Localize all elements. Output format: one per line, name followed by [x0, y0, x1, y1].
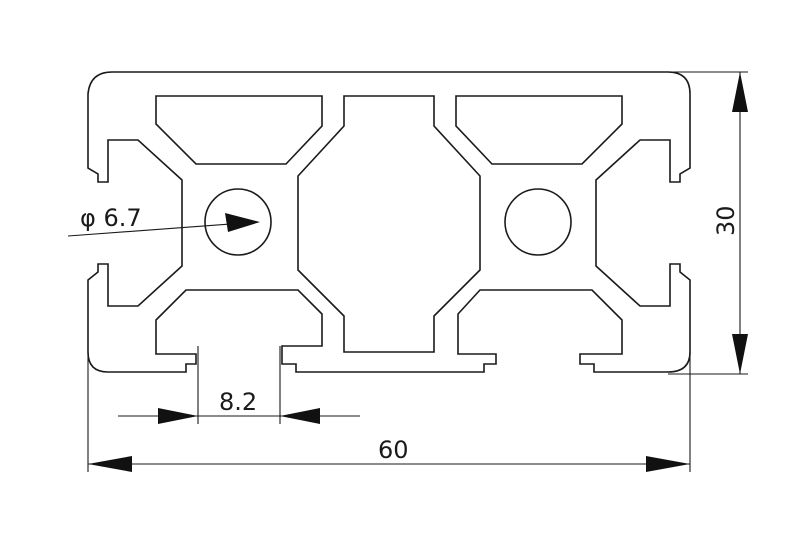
hole-diameter-label: φ 6.7	[80, 204, 142, 232]
profile-outer-contour	[87, 71, 691, 373]
right-core-hole	[504, 188, 572, 256]
top-right-pocket	[455, 95, 623, 165]
width-arrow-right	[646, 456, 690, 472]
center-core	[297, 95, 481, 353]
width-arrow-left	[88, 456, 132, 472]
slot-arrow-right	[280, 408, 320, 424]
top-left-pocket	[155, 95, 323, 165]
hole-leader-line	[67, 221, 259, 237]
overall-height-label: 30	[712, 205, 740, 236]
height-arrow-top	[732, 72, 748, 112]
overall-width-label: 60	[378, 436, 409, 464]
left-core-hole	[204, 188, 272, 256]
hole-leader-arrow	[225, 213, 260, 232]
slot-width-label: 8.2	[219, 388, 257, 416]
slot-arrow-left	[158, 408, 198, 424]
height-arrow-bottom	[732, 334, 748, 374]
